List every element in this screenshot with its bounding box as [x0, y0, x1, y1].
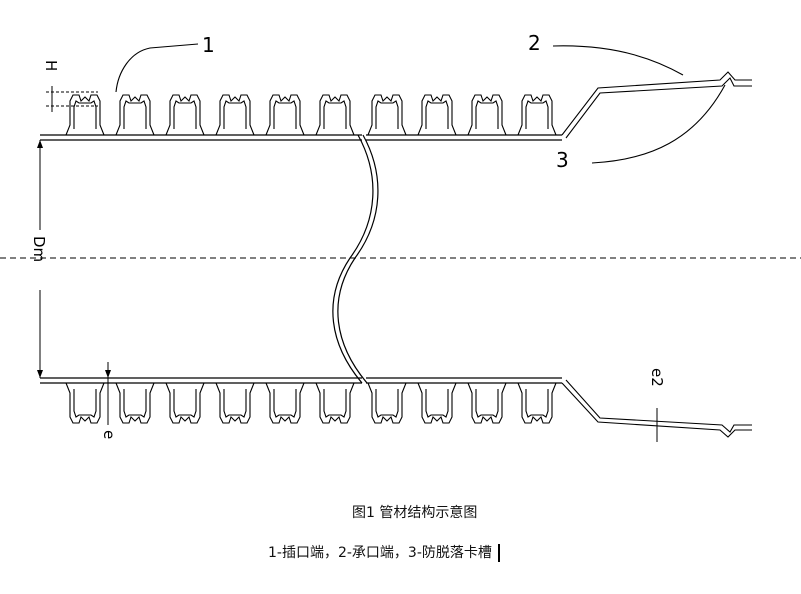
dimension-dm-arrow-bottom [37, 370, 43, 378]
corrugation-top-5 [265, 94, 305, 136]
corrugation-top-6 [315, 94, 355, 136]
corrugations-top [65, 94, 557, 136]
corrugation-top-1 [65, 94, 105, 136]
corrugation-bottom-10 [517, 382, 557, 424]
callout-label-2: 2 [528, 31, 541, 55]
socket-end-top [561, 71, 752, 139]
dimension-e-arrow [105, 370, 111, 378]
corrugation-bottom-inner-6 [323, 389, 347, 418]
corrugation-bottom-inner-7 [375, 389, 399, 418]
corrugation-bottom-7 [367, 382, 407, 424]
corrugation-bottom-inner-2 [123, 389, 147, 418]
corrugation-bottom-inner-8 [425, 389, 449, 418]
callout-label-1: 1 [202, 33, 215, 57]
callout-label-3: 3 [556, 148, 569, 172]
socket-end-bottom [561, 379, 752, 438]
break-line [332, 134, 374, 384]
corrugation-top-inner-8 [425, 100, 449, 129]
corrugation-bottom-9 [467, 382, 507, 424]
corrugation-bottom-8 [417, 382, 457, 424]
corrugation-top-8 [417, 94, 457, 136]
dimension-h [46, 86, 98, 112]
dimension-e2-label: e2 [648, 368, 666, 387]
corrugation-bottom-inner-9 [475, 389, 499, 418]
corrugation-top-inner-6 [323, 100, 347, 129]
corrugation-top-10 [517, 94, 557, 136]
corrugation-top-inner-4 [223, 100, 247, 129]
leader-line-1 [115, 43, 199, 93]
dimension-dm-arrow-top [37, 140, 43, 148]
corrugation-bottom-3 [165, 382, 205, 424]
corrugation-bottom-inner-10 [525, 389, 549, 418]
figure-title: 图1 管材结构示意图 [352, 505, 478, 521]
corrugation-top-9 [467, 94, 507, 136]
corrugation-bottom-5 [265, 382, 305, 424]
corrugation-top-inner-1 [73, 100, 97, 129]
corrugation-top-4 [215, 94, 255, 136]
corrugation-bottom-6 [315, 382, 355, 424]
corrugation-bottom-2 [115, 382, 155, 424]
corrugation-bottom-1 [65, 382, 105, 424]
text-cursor [497, 544, 500, 562]
corrugation-top-7 [367, 94, 407, 136]
figure-legend-text: 1-插口端，2-承口端，3-防脱落卡槽 [268, 545, 492, 561]
corrugation-top-3 [165, 94, 205, 136]
corrugation-top-inner-5 [273, 100, 297, 129]
inner-wall-right [366, 134, 562, 384]
corrugation-top-2 [115, 94, 155, 136]
corrugation-bottom-inner-4 [223, 389, 247, 418]
leader-line-2 [552, 45, 684, 76]
figure-legend: 1-插口端，2-承口端，3-防脱落卡槽 [268, 542, 500, 562]
leader-line-3 [591, 84, 726, 164]
dimension-h-label: H [42, 60, 60, 71]
corrugation-bottom-inner-3 [173, 389, 197, 418]
corrugation-top-inner-7 [375, 100, 399, 129]
corrugations-bottom [65, 382, 557, 424]
corrugation-bottom-inner-5 [273, 389, 297, 418]
corrugation-bottom-4 [215, 382, 255, 424]
break-line-inner [337, 134, 379, 384]
corrugation-top-inner-3 [173, 100, 197, 129]
inner-wall-left [40, 134, 362, 384]
corrugation-top-inner-10 [525, 100, 549, 129]
corrugation-top-inner-9 [475, 100, 499, 129]
corrugation-bottom-inner-1 [73, 389, 97, 418]
dimension-e-label: e [100, 430, 118, 439]
corrugation-top-inner-2 [123, 100, 147, 129]
dimension-dm-label: Dm [30, 236, 48, 262]
